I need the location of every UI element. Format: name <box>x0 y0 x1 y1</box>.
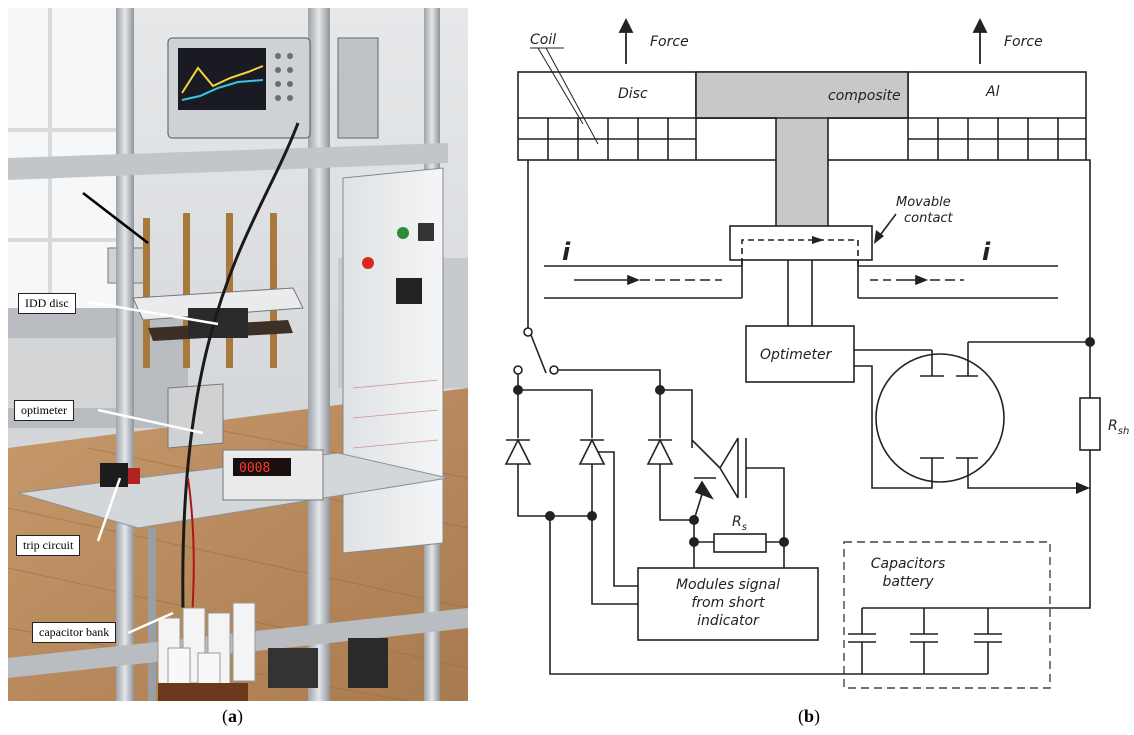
label-movable: Movable <box>896 195 951 210</box>
resistor-rs <box>713 533 767 553</box>
panel-a-caption: (a) <box>222 706 243 726</box>
label-contact: contact <box>904 211 954 226</box>
label-rsh: Rsh <box>1108 418 1129 437</box>
callout-idd-disc: IDD disc <box>18 293 76 314</box>
meter-readout: 0008 <box>239 461 270 476</box>
callout-optimeter: optimeter <box>14 400 74 421</box>
label-modules-line1: Modules signal <box>676 577 780 593</box>
label-current-right: i <box>982 238 991 266</box>
label-force-left: Force <box>650 34 689 50</box>
callout-capacitor-bank: capacitor bank <box>32 622 117 643</box>
lab-setup-photo: 0008 <box>8 8 468 701</box>
callout-trip-circuit: trip circuit <box>16 535 81 556</box>
label-disc: Disc <box>618 86 648 102</box>
label-composite: composite <box>828 88 901 104</box>
label-coil: Coil <box>530 32 556 48</box>
label-capacitors: Capacitors <box>871 556 946 572</box>
coil-left <box>518 118 696 160</box>
capacitor-battery <box>843 541 1051 689</box>
coil-right <box>908 118 1086 160</box>
panel-b-caption: (b) <box>798 706 821 726</box>
label-rs: Rs <box>732 514 747 533</box>
label-current-left: i <box>562 238 571 266</box>
label-force-right: Force <box>1004 34 1043 50</box>
shunt-resistor-rsh <box>1079 397 1101 451</box>
label-battery: battery <box>882 574 934 590</box>
short-indicator-module <box>637 567 819 641</box>
movable-contact <box>729 225 873 261</box>
photo-panel: 0008 <box>8 8 468 701</box>
label-optimeter: Optimeter <box>760 347 833 363</box>
label-modules-line2: from short <box>691 595 765 611</box>
panel-b-letter: b <box>804 706 815 726</box>
panel-a-letter: a <box>228 706 237 726</box>
circuit-schematic: Coil Force Force Disc composite Al Movab… <box>504 17 1129 689</box>
photo-tube <box>875 342 1005 484</box>
label-al: Al <box>985 84 1000 100</box>
label-modules-line3: indicator <box>697 613 760 629</box>
optimeter-block <box>745 325 855 383</box>
